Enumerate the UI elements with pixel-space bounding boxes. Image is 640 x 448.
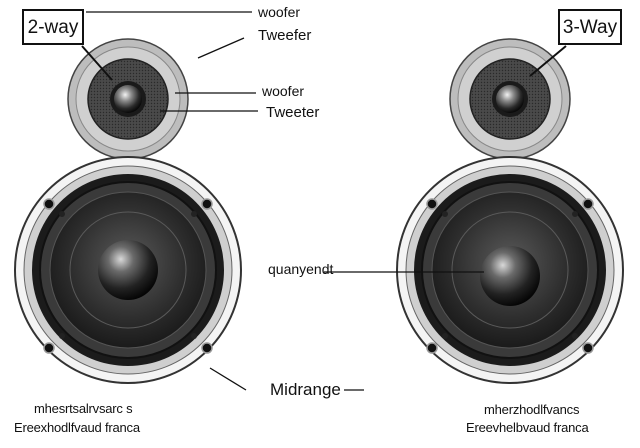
left-woofer xyxy=(14,156,242,384)
left-caption-line2: Ereexhodlfvaud franca xyxy=(14,420,140,435)
left-tweeter xyxy=(67,38,189,160)
leader-lines xyxy=(81,11,567,391)
label-center: quanyendt xyxy=(268,261,334,277)
label-midrange: Midrange xyxy=(270,380,341,399)
label-tweeter-mid: Tweeter xyxy=(266,104,320,121)
label-woofer-mid: woofer xyxy=(262,83,305,99)
right-caption-line2: Ereevhelbvaud franca xyxy=(466,420,589,435)
leader-midrange-a xyxy=(209,367,247,391)
box-label-2way: 2-way xyxy=(22,9,84,45)
label-woofer-top: woofer xyxy=(258,4,301,20)
box-label-3way: 3-Way xyxy=(558,9,622,45)
right-caption-line1: mherzhodlfvancs xyxy=(484,402,580,417)
label-tweefer-top: Tweefer xyxy=(258,27,312,44)
leader-tweefer-top xyxy=(197,37,245,59)
leader-3way xyxy=(529,45,567,77)
right-woofer xyxy=(396,156,624,384)
leader-2way xyxy=(81,45,113,81)
left-caption-line1: mhesrtsalrvsarc s xyxy=(34,401,133,416)
